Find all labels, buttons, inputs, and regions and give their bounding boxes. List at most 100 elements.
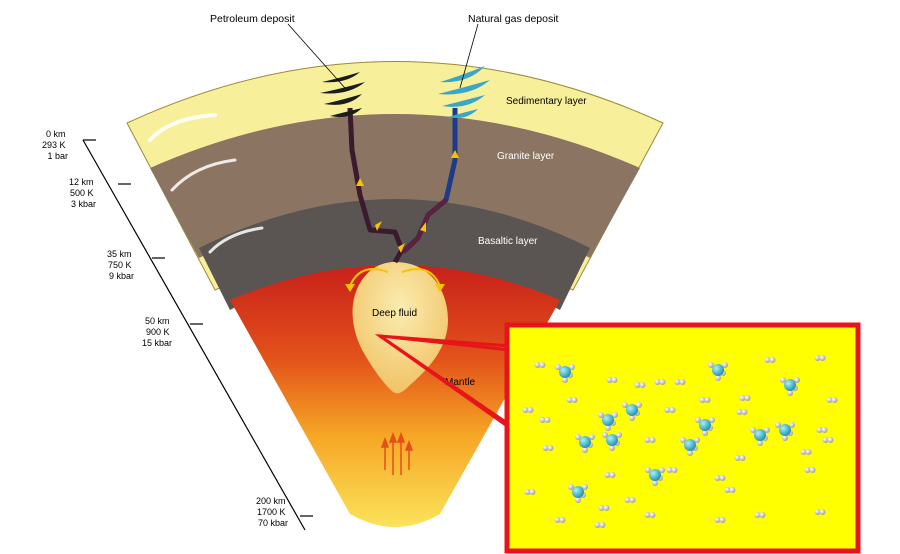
molecular-inset	[504, 322, 861, 554]
hydrogen-molecule	[606, 377, 618, 383]
hydrogen-atom	[744, 395, 751, 401]
hydrogen-atom	[609, 445, 615, 451]
hydrogen-molecule	[814, 355, 826, 361]
depth-scale-axis	[82, 139, 306, 531]
hydrogen-atom	[699, 397, 706, 403]
hydrogen-atom	[789, 422, 795, 428]
temp-2: 750 K	[108, 260, 132, 270]
hydrogen-atom	[715, 375, 721, 381]
hydrogen-atom	[750, 427, 756, 433]
hydrogen-atom	[636, 402, 642, 408]
highlight-streak	[170, 158, 237, 192]
hydrogen-atom	[819, 355, 826, 361]
hydrogen-atom	[729, 487, 736, 493]
hydrogen-molecule	[654, 379, 666, 385]
hydrogen-atom	[539, 417, 546, 423]
hydrogen-atom	[741, 409, 748, 415]
hydrogen-atom	[562, 377, 568, 383]
hydrogen-atom	[594, 522, 601, 528]
hydrogen-molecule	[714, 475, 726, 481]
carbon-atom	[579, 436, 591, 448]
hydrogen-atom	[569, 364, 575, 370]
depth-2-km: 35 km	[107, 249, 132, 259]
hydrogen-atom	[575, 434, 581, 440]
hydrogen-molecule	[822, 437, 834, 443]
hydrogen-atom	[814, 509, 821, 515]
deep-fluid-label: Deep fluid	[372, 308, 417, 319]
depth-1-km: 12 km	[69, 177, 94, 187]
hydrogen-molecule	[644, 437, 656, 443]
hydrogen-atom	[674, 379, 681, 385]
carbon-atom	[606, 434, 618, 446]
depth-0-km: 0 km	[46, 129, 66, 139]
hydrogen-atom	[679, 379, 686, 385]
mantle-layer	[230, 265, 560, 527]
hydrogen-atom	[809, 467, 816, 473]
hydrogen-atom	[709, 417, 715, 423]
hydrogen-atom	[754, 512, 761, 518]
hydrogen-atom	[598, 505, 605, 511]
petroleum-label: Petroleum deposit	[210, 13, 295, 25]
hydrogen-atom	[554, 517, 561, 523]
hydrogen-molecule	[816, 427, 828, 433]
pressure-1: 3 kbar	[71, 199, 96, 209]
carbon-atom	[572, 486, 584, 498]
hydrogen-molecule	[604, 472, 616, 478]
carbon-atom	[626, 404, 638, 416]
hydrogen-atom	[622, 402, 628, 408]
methane-molecule	[750, 427, 770, 446]
hydrogen-atom	[605, 425, 611, 431]
hydrogen-molecule	[554, 517, 566, 523]
pressure-2: 9 kbar	[109, 271, 134, 281]
hydrogen-atom	[559, 517, 566, 523]
hydrogen-atom	[555, 364, 561, 370]
hydrogen-molecule	[664, 407, 676, 413]
hydrogen-atom	[734, 455, 741, 461]
hydrogen-atom	[764, 427, 770, 433]
pressure-3: 15 kbar	[142, 338, 172, 348]
temp-4: 1700 K	[257, 507, 286, 517]
hydrogen-atom	[800, 449, 807, 455]
hydrogen-molecule	[754, 512, 766, 518]
hydrogen-atom	[764, 357, 771, 363]
hydrogen-atom	[827, 437, 834, 443]
hydrogen-atom	[634, 382, 641, 388]
hydrogen-molecule	[739, 395, 751, 401]
hydrogen-atom	[659, 379, 666, 385]
hydrogen-molecule	[542, 445, 554, 451]
hydrogen-molecule	[674, 379, 686, 385]
hydrogen-molecule	[734, 455, 746, 461]
hydrogen-atom	[544, 417, 551, 423]
hydrogen-atom	[719, 517, 726, 523]
hydrogen-atom	[568, 484, 574, 490]
channel-arrows	[356, 150, 459, 253]
hydrogen-atom	[805, 449, 812, 455]
hydrogen-atom	[644, 512, 651, 518]
earth-cross-section	[126, 61, 664, 527]
hydrogen-molecule	[566, 397, 578, 403]
hydrogen-atom	[629, 497, 636, 503]
temp-3: 900 K	[146, 327, 170, 337]
hydrogen-molecule	[764, 357, 776, 363]
svg-text:50 km 900 K 15 kba: 50 km 900 K 15 kbar	[142, 316, 172, 348]
hydrogen-atom	[724, 487, 731, 493]
hydrogen-atom	[582, 447, 588, 453]
hydrogen-atom	[819, 509, 826, 515]
callout-line-bottom	[379, 334, 511, 427]
methane-molecule	[780, 377, 800, 396]
methane-molecule	[680, 437, 700, 456]
carbon-atom	[699, 419, 711, 431]
hydrogen-molecule	[736, 409, 748, 415]
methane-molecule	[568, 484, 588, 503]
hydrogen-atom	[616, 432, 622, 438]
hydrogen-atom	[609, 472, 616, 478]
hydrogen-atom	[739, 455, 746, 461]
carbon-atom	[649, 469, 661, 481]
hydrogen-atom	[687, 450, 693, 456]
hydrogen-atom	[602, 432, 608, 438]
hydrogen-molecule	[699, 397, 711, 403]
hydrogen-molecule	[666, 467, 678, 473]
basaltic-label: Basaltic layer	[478, 236, 538, 247]
hydrogen-atom	[571, 397, 578, 403]
